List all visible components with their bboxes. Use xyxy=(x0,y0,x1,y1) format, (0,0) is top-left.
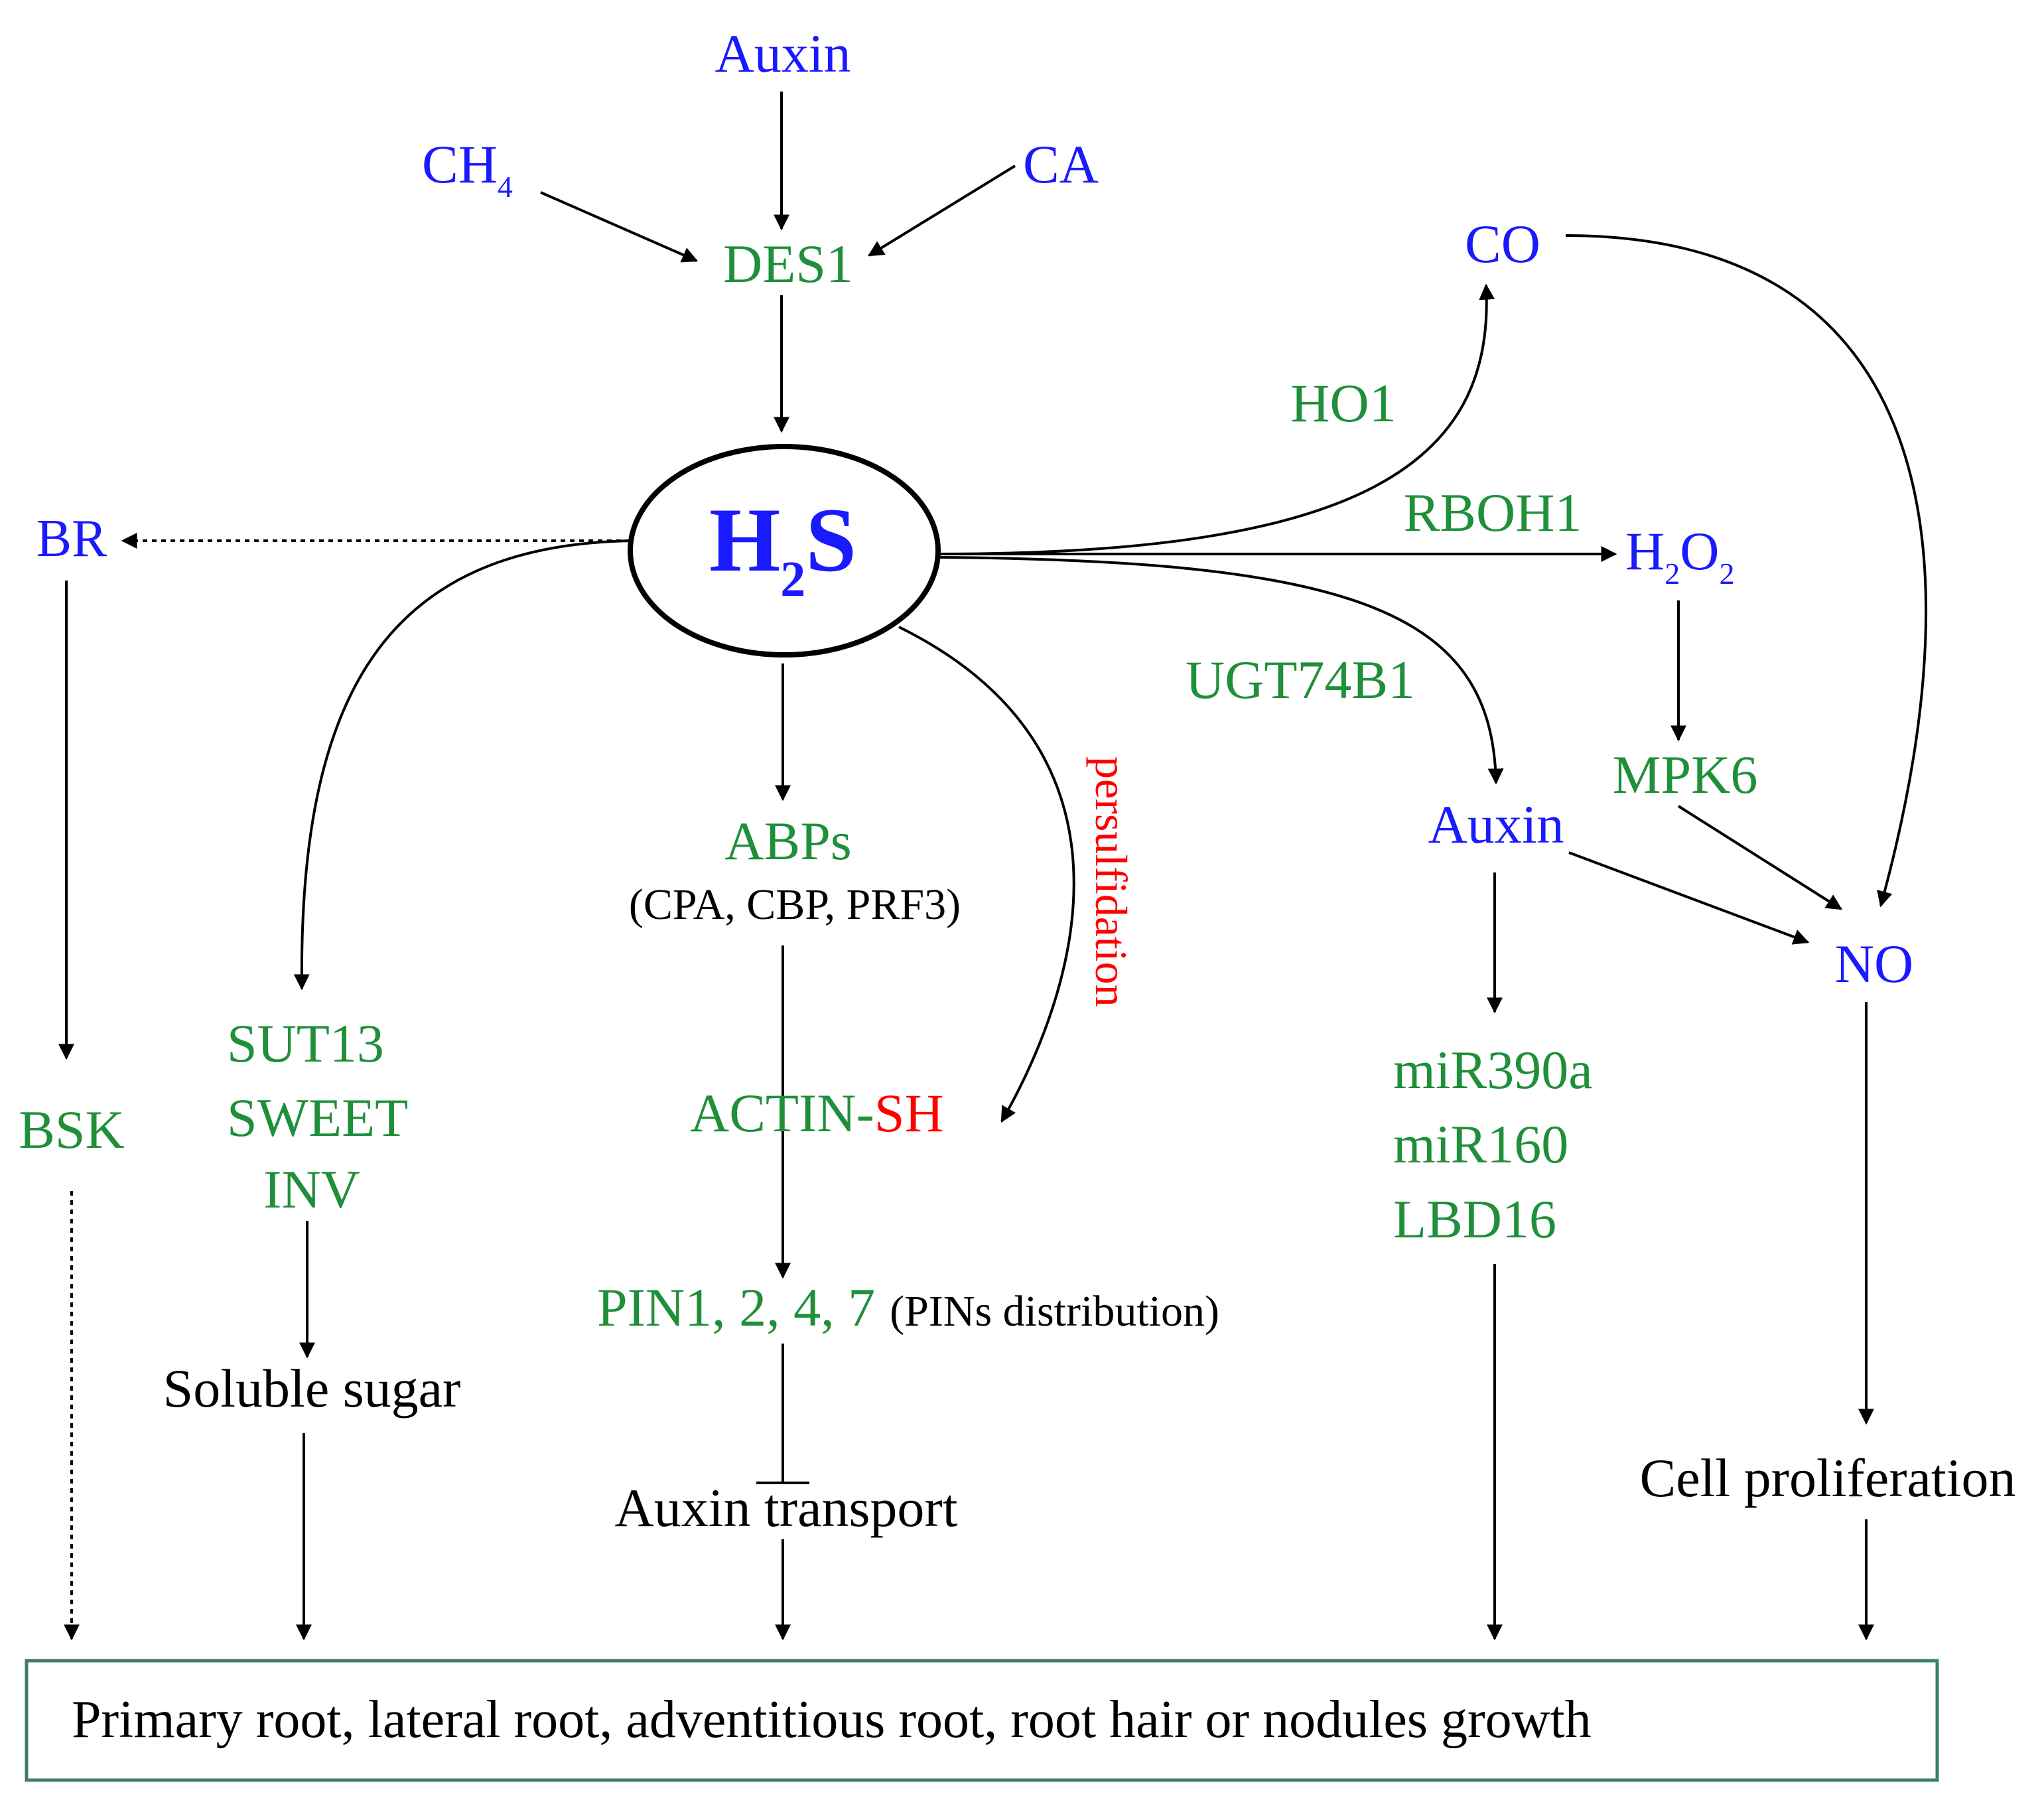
ca-label: CA xyxy=(1023,134,1099,194)
arrow-h2s-persulfidation-to-actin xyxy=(898,626,1075,1123)
co-label: CO xyxy=(1465,214,1540,274)
arrow-h2s-to-sugar-genes xyxy=(293,539,634,991)
sut13-label: SUT13 xyxy=(227,1013,384,1074)
auxin-transport-label: Auxin transport xyxy=(615,1478,958,1538)
abps-members-label: (CPA, CBP, PRF3) xyxy=(629,880,961,929)
mir160-label: miR160 xyxy=(1393,1114,1568,1174)
ugt74b1-label: UGT74B1 xyxy=(1186,650,1415,710)
arrow-auxin-to-no xyxy=(1568,851,1810,945)
sweet-label: SWEET xyxy=(227,1087,408,1148)
ch4-label: CH4 xyxy=(422,134,513,204)
h2s-label: H2S xyxy=(709,489,856,607)
des1-label: DES1 xyxy=(723,234,853,294)
arrow-ca-to-des1 xyxy=(867,165,1016,257)
no-label: NO xyxy=(1835,934,1913,994)
mir390a-label: miR390a xyxy=(1393,1040,1593,1100)
outcome-box xyxy=(25,1659,1939,1782)
inv-label: INV xyxy=(263,1159,360,1219)
arrow-co-to-no xyxy=(1565,234,1928,908)
soluble-sugar-label: Soluble sugar xyxy=(163,1358,461,1419)
outcome-label: Primary root, lateral root, adventitious… xyxy=(72,1691,1592,1749)
pins-label: PIN1, 2, 4, 7(PINs distribution) xyxy=(597,1277,1219,1338)
auxin-right-label: Auxin xyxy=(1428,794,1564,855)
cell-proliferation-label: Cell proliferation xyxy=(1640,1448,2016,1508)
h2s-ellipse xyxy=(628,444,941,658)
rboh1-label: RBOH1 xyxy=(1404,482,1582,543)
arrow-h2s-ho1-to-co xyxy=(938,283,1495,555)
ho1-label: HO1 xyxy=(1290,373,1396,433)
abps-label: ABPs xyxy=(724,811,851,871)
actin-label: ACTIN-SH xyxy=(690,1083,944,1143)
arrow-mpk6-to-no xyxy=(1677,805,1843,910)
connectors xyxy=(58,92,1928,1641)
bsk-label: BSK xyxy=(19,1099,125,1160)
h2o2-label: H2O2 xyxy=(1625,521,1734,590)
arrow-h2s-ugt74b1-to-auxin xyxy=(938,556,1504,785)
br-label: BR xyxy=(36,510,107,568)
persulfidation-label: persulfidation xyxy=(1086,756,1136,1007)
mpk6-label: MPK6 xyxy=(1613,744,1758,805)
lbd16-label: LBD16 xyxy=(1393,1189,1556,1249)
arrow-ch4-to-des1 xyxy=(540,191,699,263)
auxin-top-label: Auxin xyxy=(715,23,851,84)
